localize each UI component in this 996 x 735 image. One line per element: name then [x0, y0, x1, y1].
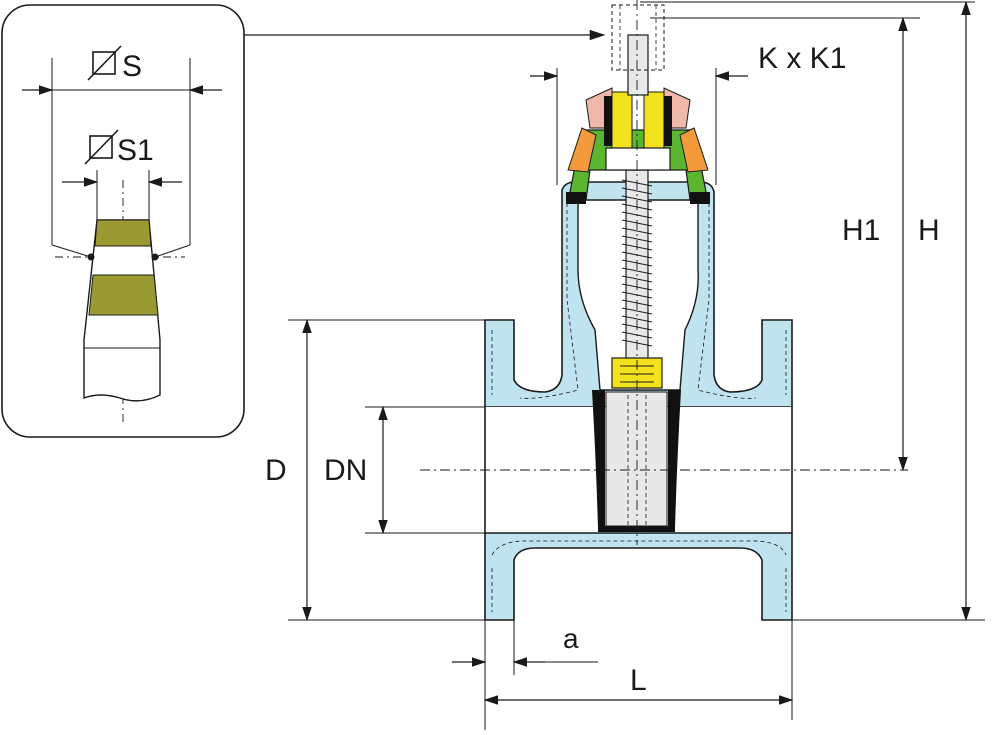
label-s1: S1 — [117, 134, 154, 167]
diameter-symbol — [87, 45, 122, 81]
wedge-gate — [592, 390, 681, 532]
bonnet-seal-assembly — [566, 87, 710, 204]
dimension-l: L — [483, 620, 794, 720]
label-l: L — [630, 664, 647, 697]
dimension-d: D — [265, 318, 485, 622]
dimension-h: H — [792, 0, 985, 622]
dimension-a: a — [452, 620, 598, 730]
label-a: a — [563, 623, 579, 654]
stem-top-cap — [611, 4, 665, 96]
stem-end-detail-inset: S S1 — [1, 4, 606, 438]
label-s: S — [122, 50, 142, 83]
dimension-h1: H1 — [842, 16, 908, 472]
dimension-k-k1: K x K1 — [530, 42, 846, 185]
label-h1: H1 — [842, 214, 880, 247]
diameter-symbol — [84, 129, 119, 165]
label-dn: DN — [324, 454, 367, 487]
label-h: H — [918, 214, 940, 247]
label-d: D — [265, 454, 287, 487]
label-k-k1: K x K1 — [758, 42, 846, 75]
dimension-dn: DN — [324, 405, 485, 535]
